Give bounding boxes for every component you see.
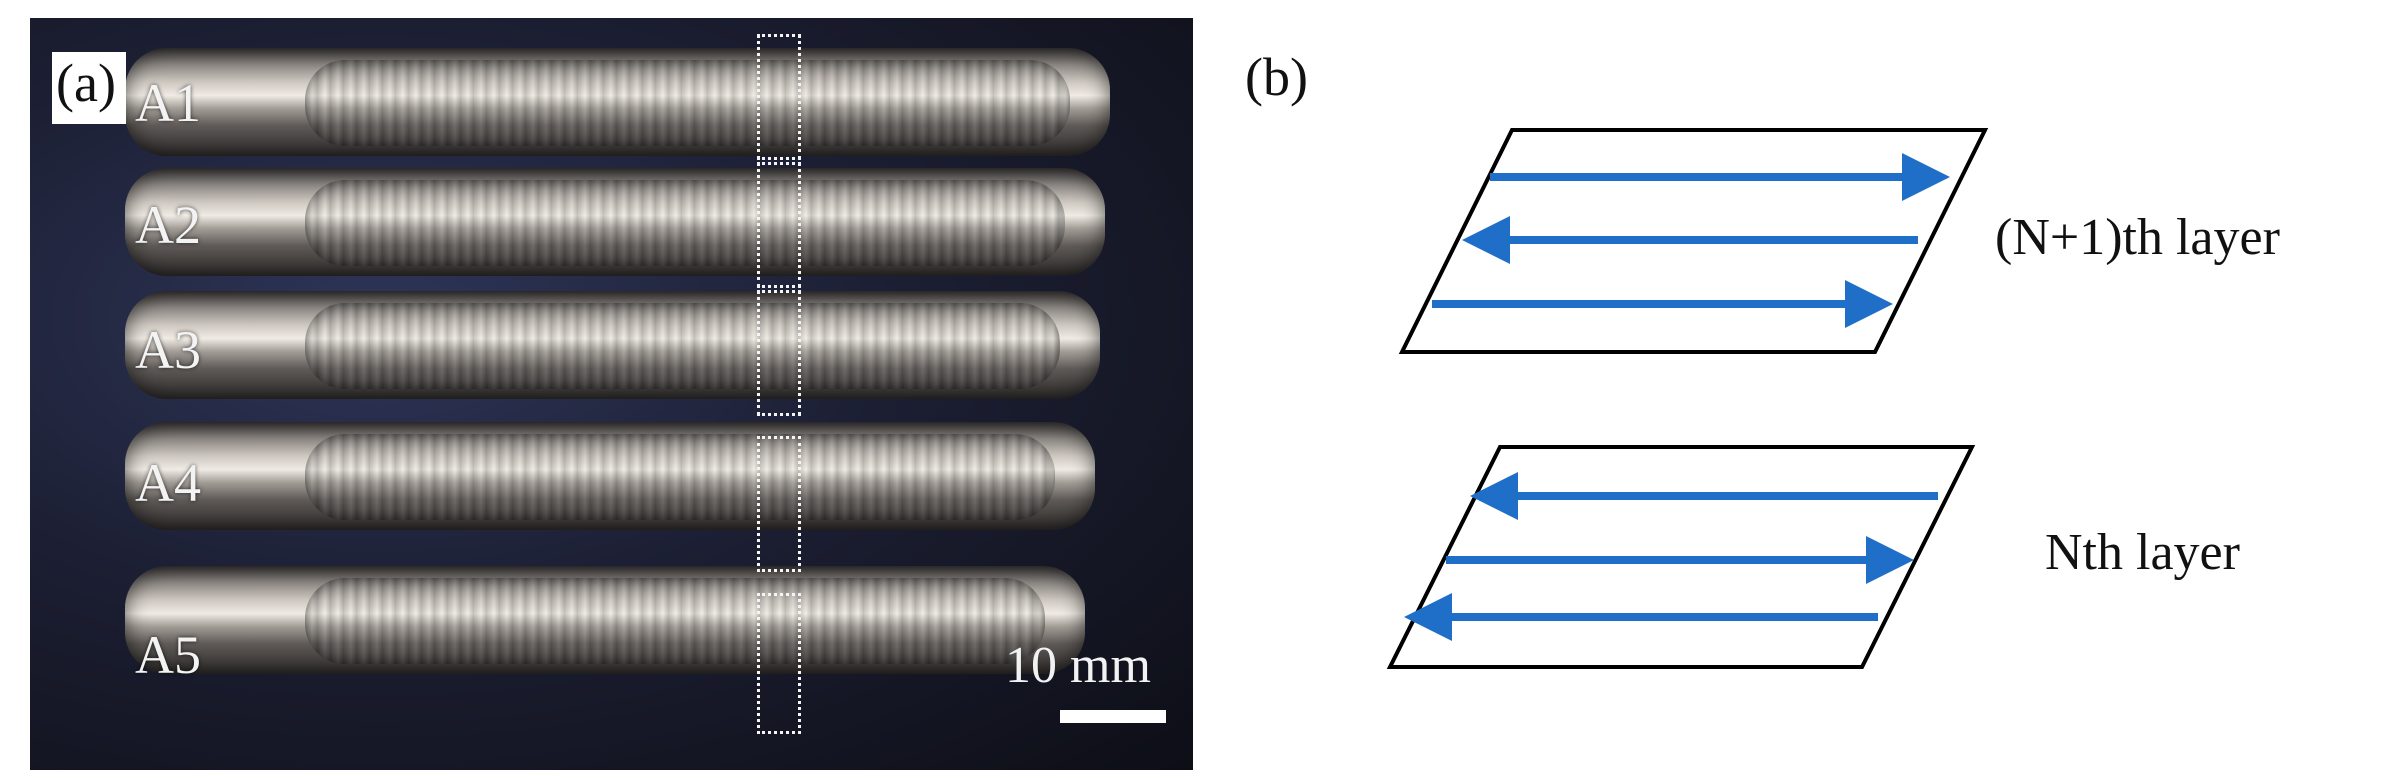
layer-bottom-group: [1386, 445, 1976, 669]
bead-label-a3: A3: [135, 320, 201, 380]
sample-region-box-3: [757, 290, 801, 416]
layer-top-group: [1398, 128, 1989, 354]
deposited-beads-photo: A1 A2 A3 A4 A5 10 mm: [30, 18, 1193, 770]
panel-label-a: (a): [52, 52, 126, 124]
bead-label-a1: A1: [135, 73, 201, 133]
bead-a5: [125, 566, 1085, 674]
bead-label-a2: A2: [135, 195, 201, 255]
layer-top-parallelogram: [1398, 128, 1989, 354]
sample-region-box-4: [757, 436, 801, 572]
bead-a1: [125, 48, 1110, 156]
scale-bar: [1060, 710, 1166, 723]
bead-a2: [125, 168, 1105, 276]
bead-label-a4: A4: [135, 453, 201, 513]
layer-label-n: Nth layer: [2045, 524, 2240, 581]
bead-a3: [125, 291, 1100, 399]
bead-a4: [125, 422, 1095, 530]
bead-label-a5: A5: [135, 625, 201, 685]
sample-region-box-2: [757, 162, 801, 288]
scale-bar-label: 10 mm: [1005, 637, 1151, 694]
sample-region-box-1: [757, 34, 801, 160]
panel-label-b: (b): [1245, 47, 1308, 107]
layer-label-n-plus-1: (N+1)th layer: [1995, 209, 2280, 266]
sample-region-box-5: [757, 593, 801, 734]
